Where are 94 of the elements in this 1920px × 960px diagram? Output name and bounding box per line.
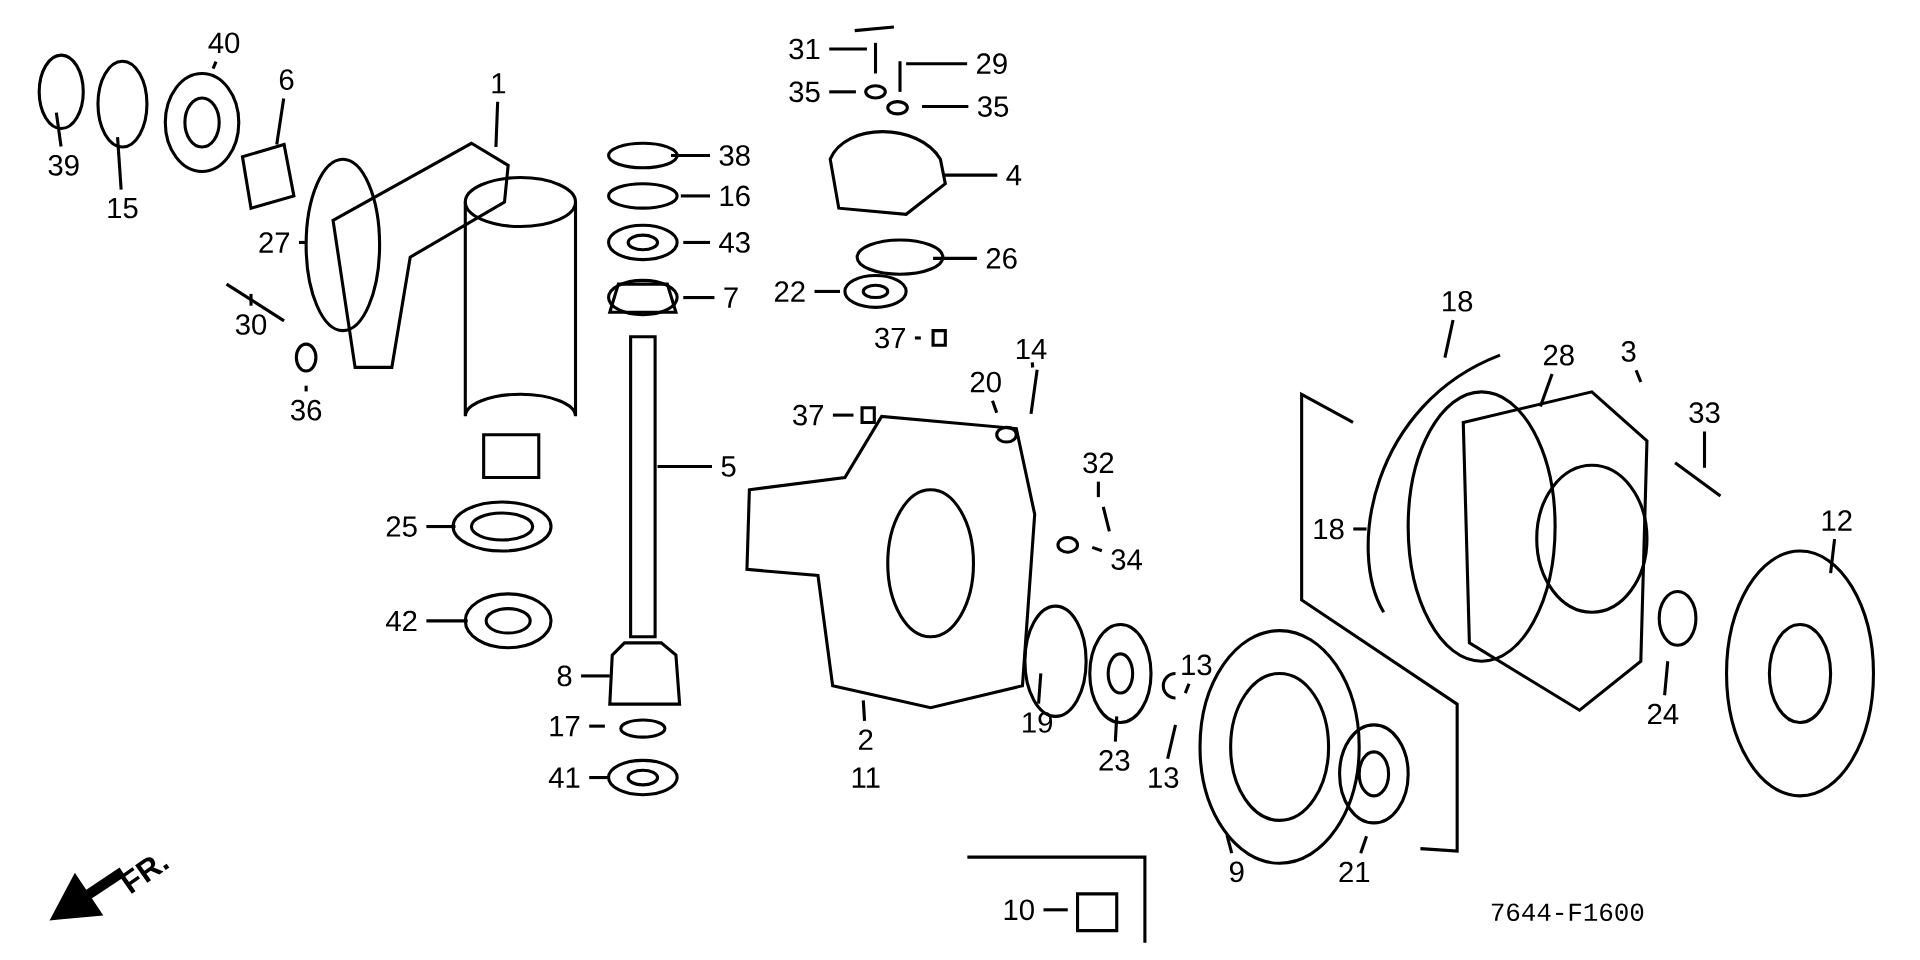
callout-number: 2 <box>859 729 873 750</box>
callout-number: 35 <box>789 81 820 103</box>
drawing-code: 7644-F1600 <box>1491 903 1644 922</box>
leader-line <box>1037 673 1043 704</box>
leader-line <box>1359 835 1368 854</box>
leader-line <box>589 724 605 728</box>
leader-line <box>1030 362 1035 368</box>
leader-line <box>1829 538 1837 574</box>
leader-line <box>426 619 468 623</box>
leader-line <box>657 465 712 469</box>
leader-line <box>991 400 999 414</box>
leader-line <box>249 293 253 306</box>
leader-line <box>914 336 921 340</box>
leader-line <box>54 112 63 147</box>
leader-line <box>589 776 610 780</box>
leader-line <box>942 173 998 177</box>
callout-number: 20 <box>970 371 1001 393</box>
leader-line <box>671 153 710 158</box>
leader-line <box>581 674 610 678</box>
leader-line <box>1043 908 1068 912</box>
callout-number: 17 <box>550 716 580 737</box>
leader-line <box>1225 834 1234 854</box>
leader-line <box>211 61 218 70</box>
callout-number: 36 <box>291 399 322 421</box>
callout-number: 22 <box>775 281 805 302</box>
leader-line <box>494 101 500 147</box>
callout-number: 32 <box>1083 452 1114 474</box>
leader-line <box>829 90 856 94</box>
callout-number: 43 <box>719 232 750 253</box>
callout-number: 26 <box>986 248 1017 269</box>
leader-line <box>1634 369 1643 383</box>
leader-line <box>814 289 840 293</box>
callout-number: 40 <box>208 32 240 54</box>
callout-number: 24 <box>1648 703 1679 725</box>
leader-line <box>116 137 123 190</box>
callout-number: 27 <box>259 232 290 253</box>
leader-line <box>683 240 710 244</box>
callout-number: 39 <box>48 154 79 176</box>
leader-line <box>304 385 308 392</box>
callout-number: 37 <box>875 327 905 349</box>
callout-number: 9 <box>1229 861 1244 883</box>
leader-line <box>861 700 867 722</box>
leader-line <box>1702 431 1707 468</box>
callout-number: 35 <box>977 96 1009 117</box>
leader-line <box>683 296 715 300</box>
leader-line <box>275 98 286 145</box>
leader-line <box>680 194 710 198</box>
leader-line <box>922 105 969 109</box>
callout-number: 12 <box>1822 510 1852 531</box>
callout-number: 7 <box>724 287 738 308</box>
callout-number: 4 <box>1006 165 1022 186</box>
callout-number: 21 <box>1339 861 1370 883</box>
callout-number: 34 <box>1111 549 1142 570</box>
callout-number: 30 <box>235 314 267 335</box>
leader-line <box>299 240 307 244</box>
callout-number: 11 <box>852 767 880 788</box>
leader-line <box>1663 661 1670 696</box>
leader-line <box>1166 724 1178 760</box>
callout-number: 8 <box>557 665 572 687</box>
callout-number: 28 <box>1543 344 1574 366</box>
leader-line <box>933 256 977 260</box>
callout-number: 18 <box>1443 290 1473 312</box>
callout-number: 38 <box>719 145 750 166</box>
callout-number: 14 <box>1016 338 1047 360</box>
callout-number: 16 <box>720 185 750 207</box>
leader-line <box>1096 481 1100 498</box>
callout-number: 23 <box>1099 750 1130 771</box>
callout-number: 13 <box>1182 654 1212 676</box>
leader-line <box>1091 545 1103 553</box>
callout-number: 10 <box>1004 899 1034 921</box>
callout-number: 41 <box>548 767 580 788</box>
leader-line <box>1183 683 1191 694</box>
leader-line <box>1113 716 1119 742</box>
leader-line <box>1538 373 1554 408</box>
callout-number: 13 <box>1149 767 1179 788</box>
direction-label: FR. <box>119 857 170 894</box>
callout-number: 3 <box>1621 341 1636 362</box>
callout-number: 1 <box>492 73 506 94</box>
callout-number: 42 <box>386 610 417 632</box>
callout-number: 6 <box>279 69 294 90</box>
leader-line <box>906 62 968 66</box>
callout-number: 5 <box>721 456 736 477</box>
leader-line <box>832 413 854 417</box>
callout-number: 15 <box>108 197 138 219</box>
leader-line <box>829 47 867 51</box>
callout-number: 29 <box>977 53 1007 75</box>
leader-line <box>1353 527 1367 531</box>
callout-number: 33 <box>1689 402 1720 423</box>
leader-line <box>426 525 456 529</box>
callout-number: 37 <box>793 404 823 426</box>
leader-line <box>1443 319 1455 358</box>
callout-number: 31 <box>789 38 820 60</box>
callout-number: 18 <box>1314 518 1344 540</box>
callout-number: 25 <box>386 516 417 537</box>
